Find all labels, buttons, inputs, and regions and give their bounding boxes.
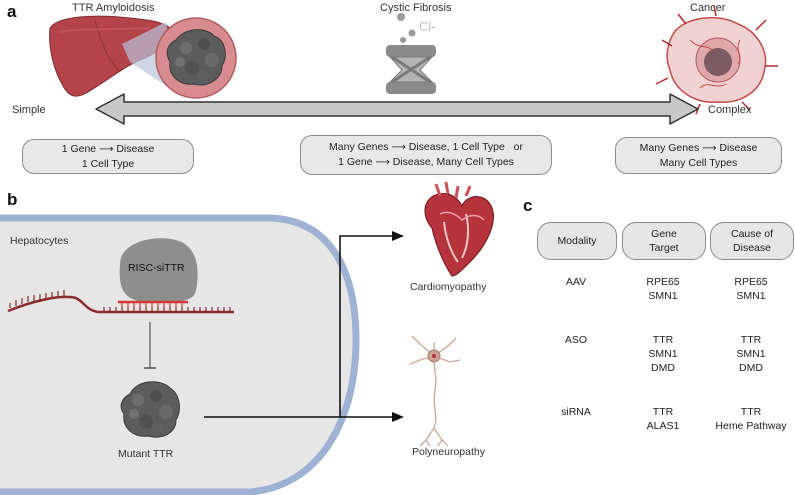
target-cell-aav: RPE65 SMN1 xyxy=(618,275,708,303)
cf-channel-icon xyxy=(386,13,436,94)
panel-c-letter: c xyxy=(523,196,533,215)
table-value: SMN1 xyxy=(648,348,678,360)
complex-box-line1-start: Many Genes xyxy=(639,141,700,154)
complexity-double-arrow xyxy=(95,93,699,125)
mutant-ttr-protein-icon xyxy=(120,381,180,438)
middle-box-line1-start: Many Genes xyxy=(329,141,389,153)
target-cell-aso: TTR SMN1 DMD xyxy=(618,333,708,375)
header-cause-line1: Cause of xyxy=(730,228,774,240)
arrow-head-cardio xyxy=(392,231,404,241)
header-cause-of-disease: Cause of Disease xyxy=(710,222,794,260)
table-value: SMN1 xyxy=(648,290,678,302)
hepatocyte-cell xyxy=(0,214,360,495)
middle-box-line1-mid: Disease, 1 Cell Type xyxy=(408,141,505,153)
target-cell-sirna: TTR ALAS1 xyxy=(618,405,708,433)
intermediate-box: Many Genes ⟶ Disease, 1 Cell Type or 1 G… xyxy=(300,135,552,175)
risc-sittr-label: RISC-siTTR xyxy=(128,262,185,274)
cardiomyopathy-label: Cardiomyopathy xyxy=(410,281,487,293)
mrna-strand xyxy=(7,290,234,314)
complex-box: Many Genes ⟶ Disease Many Cell Types xyxy=(615,137,782,174)
polyneuropathy-label: Polyneuropathy xyxy=(412,446,485,458)
table-value: DMD xyxy=(739,362,763,374)
modality-cell-aav: AAV xyxy=(565,276,587,288)
cause-cell-aav: RPE65 SMN1 xyxy=(706,275,795,303)
table-value: RPE65 xyxy=(734,276,768,288)
simple-box: 1 Gene ⟶ Disease 1 Cell Type xyxy=(22,139,194,174)
simple-box-line1-start: 1 Gene xyxy=(61,142,97,155)
middle-box-line2-end: Disease, Many Cell Types xyxy=(392,156,514,168)
table-value: RPE65 xyxy=(646,276,680,288)
cause-cell-sirna: TTR Heme Pathway xyxy=(706,405,795,433)
simple-box-line1-end: Disease xyxy=(116,142,155,155)
simple-box-line2: 1 Cell Type xyxy=(81,157,135,170)
ttr-zoom-icon xyxy=(155,17,237,99)
ttr-amyloidosis-label: TTR Amyloidosis xyxy=(72,2,155,14)
header-modality-text: Modality xyxy=(557,235,597,247)
risc-complex xyxy=(119,238,198,302)
neuron-icon xyxy=(409,335,461,447)
table-value: Heme Pathway xyxy=(715,420,787,432)
complex-box-line2: Many Cell Types xyxy=(659,156,738,169)
panel-a-letter: a xyxy=(7,2,17,21)
cancer-label: Cancer xyxy=(690,2,726,14)
header-gene-target-line1: Gene xyxy=(651,228,677,240)
table-value: SMN1 xyxy=(736,348,766,360)
table-value: DMD xyxy=(651,362,675,374)
cancer-cell-icon xyxy=(655,5,778,115)
inhibition-symbol xyxy=(144,322,156,369)
outcome-arrows xyxy=(204,235,392,418)
header-gene-target: Gene Target xyxy=(622,222,706,260)
modality-cell-sirna: siRNA xyxy=(561,406,591,418)
panel-b-letter: b xyxy=(7,190,18,209)
middle-box-line2-start: 1 Gene xyxy=(338,156,373,168)
table-value: TTR xyxy=(740,334,762,346)
neuron-nucleus xyxy=(432,354,436,358)
table-value: SMN1 xyxy=(736,290,766,302)
middle-box-line1-or: or xyxy=(513,141,523,153)
table-value: ALAS1 xyxy=(646,420,680,432)
chloride-ion-label: Cl- xyxy=(419,19,436,34)
table-value: TTR xyxy=(652,406,674,418)
arrow-head-neuro xyxy=(392,412,404,422)
table-value: TTR xyxy=(652,334,674,346)
sirna-guide xyxy=(118,300,188,307)
header-cause-line2: Disease xyxy=(733,242,771,254)
cause-cell-aso: TTR SMN1 DMD xyxy=(706,333,795,375)
mutant-ttr-label: Mutant TTR xyxy=(118,448,174,460)
axis-complex-label: Complex xyxy=(708,104,752,116)
table-value: TTR xyxy=(740,406,762,418)
modality-cell-aso: ASO xyxy=(564,334,588,346)
hepatocytes-label: Hepatocytes xyxy=(10,235,69,247)
header-gene-target-line2: Target xyxy=(649,242,679,254)
heart-icon xyxy=(424,181,494,277)
header-modality: Modality xyxy=(537,222,617,260)
complex-box-line1-end: Disease xyxy=(719,141,758,154)
cystic-fibrosis-label: Cystic Fibrosis xyxy=(380,2,452,14)
axis-simple-label: Simple xyxy=(12,104,46,116)
